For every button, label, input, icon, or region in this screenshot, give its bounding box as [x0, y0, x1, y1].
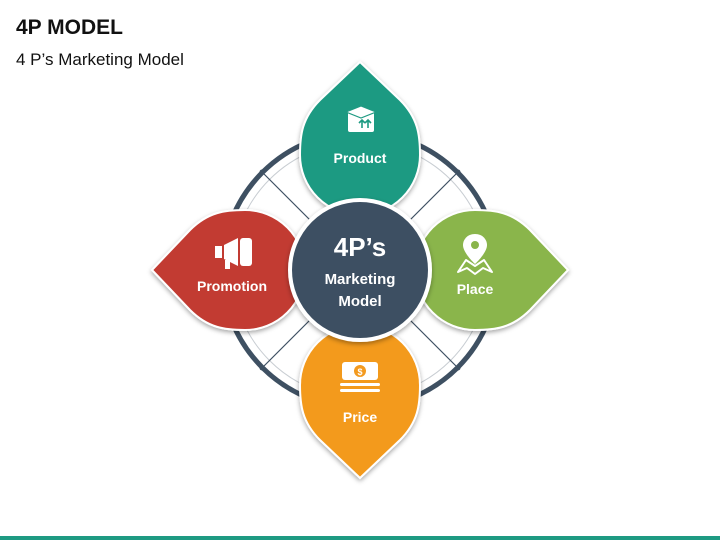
petal-price[interactable]: [298, 324, 422, 480]
center-title: 4P’s: [334, 232, 387, 262]
center-line-marketing: Marketing: [325, 271, 396, 288]
petal-promotion[interactable]: [150, 208, 306, 332]
box-icon: [344, 105, 378, 132]
petal-label-promotion: Promotion: [197, 278, 267, 294]
center-line-model: Model: [338, 293, 381, 310]
center-circle: [288, 198, 432, 342]
megaphone-icon: [215, 238, 252, 269]
petal-label-product: Product: [334, 150, 387, 166]
map-pin-icon: [457, 234, 493, 275]
petal-product[interactable]: [298, 60, 422, 216]
petal-label-price: Price: [343, 409, 377, 425]
page-title: 4P MODEL: [16, 16, 123, 39]
money-icon: $: [340, 362, 380, 392]
page-subtitle: 4 P’s Marketing Model: [16, 50, 184, 69]
ring-spokes: [261, 171, 459, 369]
petal-label-place: Place: [457, 281, 494, 297]
bottom-accent-bar: [0, 536, 720, 540]
svg-text:$: $: [357, 367, 362, 377]
